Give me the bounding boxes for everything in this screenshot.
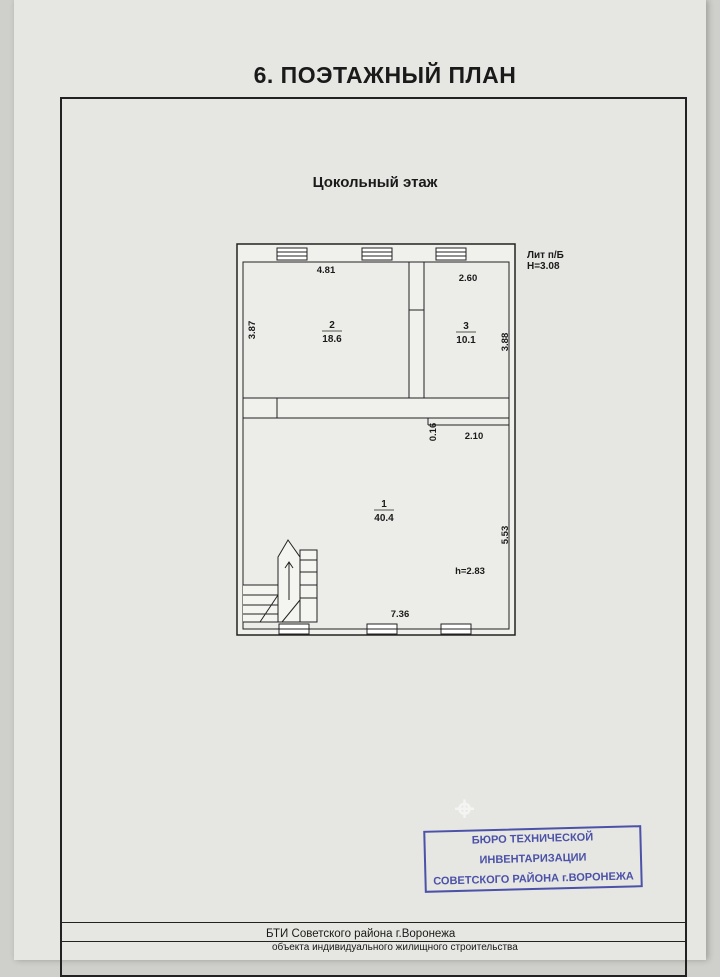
window-bottom-2 bbox=[366, 623, 398, 635]
window-bottom-1 bbox=[278, 623, 310, 635]
dimension-lower-right: 5.53 bbox=[500, 526, 511, 545]
stamp-line-2: СОВЕТСКОГО РАЙОНА г.ВОРОНЕЖА bbox=[433, 870, 634, 888]
dimension-top-left: 4.81 bbox=[317, 265, 336, 276]
window-top-3 bbox=[435, 247, 467, 261]
footer-organization: БТИ Советского района г.Воронежа bbox=[266, 928, 456, 940]
dimension-ledge: 2.10 bbox=[465, 431, 484, 442]
room-2-area: 18.6 bbox=[322, 334, 342, 345]
horizontal-partition bbox=[242, 397, 510, 419]
room-1-number: 1 bbox=[381, 499, 387, 510]
room-1-area: 40.4 bbox=[374, 513, 394, 524]
window-top-1 bbox=[276, 247, 308, 261]
room-2-number: 2 bbox=[329, 320, 335, 331]
dimension-right-side: 3.88 bbox=[500, 333, 511, 352]
footer-object-type: объекта индивидуального жилищного строит… bbox=[272, 942, 518, 953]
floor-height: h=2.83 bbox=[455, 566, 485, 577]
window-bottom-3 bbox=[440, 623, 472, 635]
dimension-top-right: 2.60 bbox=[459, 273, 478, 284]
window-top-2 bbox=[361, 247, 393, 261]
watermark: ⌖ bbox=[455, 790, 476, 828]
height-label: Н=3.08 bbox=[527, 261, 560, 272]
dimension-left-side: 3.87 bbox=[247, 321, 258, 340]
room-3-area: 10.1 bbox=[456, 335, 476, 346]
staircase bbox=[243, 539, 318, 623]
footer-divider-1 bbox=[60, 922, 687, 923]
room-3-number: 3 bbox=[463, 321, 469, 332]
lit-label: Лит п/Б bbox=[527, 250, 564, 261]
stamp-line-1: БЮРО ТЕХНИЧЕСКОЙ ИНВЕНТАРИЗАЦИИ bbox=[471, 831, 594, 867]
dimension-bottom: 7.36 bbox=[391, 609, 410, 620]
page-heading: 6. ПОЭТАЖНЫЙ ПЛАН bbox=[253, 62, 517, 88]
dimension-partition: 0.16 bbox=[428, 423, 439, 442]
bti-stamp: БЮРО ТЕХНИЧЕСКОЙ ИНВЕНТАРИЗАЦИИ СОВЕТСКО… bbox=[423, 825, 643, 893]
footer-divider-2 bbox=[60, 941, 687, 942]
lit-label-block: Лит п/Б Н=3.08 bbox=[527, 250, 564, 272]
floor-title: Цокольный этаж bbox=[312, 174, 438, 191]
vertical-partition bbox=[408, 261, 425, 399]
